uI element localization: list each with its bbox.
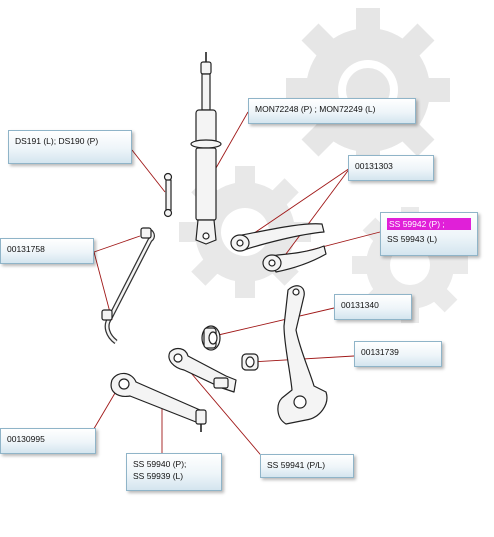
callout-lower-arm: SS 59940 (P); SS 59939 (L): [126, 453, 222, 491]
callout-shock-absorber: MON72248 (P) ; MON72249 (L): [248, 98, 416, 124]
label-bushing-upper: 00131340: [341, 300, 379, 310]
label-stabilizer-bar: 00131758: [7, 244, 45, 254]
callout-bushing-lower: 00131739: [354, 341, 442, 367]
lower-arm-rear: [168, 347, 237, 393]
callout-upper-arm: 00131303: [348, 155, 434, 181]
label-stabilizer-link: DS191 (L); DS190 (P): [15, 136, 99, 146]
callout-stabilizer-link: DS191 (L); DS190 (P): [8, 130, 132, 164]
parts: [101, 52, 328, 432]
gear-watermark-large: [286, 8, 450, 172]
leader-lines: [91, 111, 381, 461]
label-lower-arm-line1: SS 59940 (P);: [133, 459, 187, 469]
label-upper-arm: 00131303: [355, 161, 393, 171]
label-bushing-lower: 00131739: [361, 347, 399, 357]
label-lower-arm-line2: SS 59939 (L): [133, 471, 184, 481]
steering-knuckle: [277, 285, 328, 425]
shock-absorber: [190, 52, 222, 245]
label-shock-absorber: MON72248 (P) ; MON72249 (L): [255, 104, 376, 114]
label-highlight-line1: SS 59942 (P) ;: [387, 218, 471, 230]
upper-arms: [230, 223, 327, 273]
label-rear-arm: SS 59941 (P/L): [267, 460, 326, 470]
callout-rear-arm: SS 59941 (P/L): [260, 454, 354, 478]
callout-bushing-upper: 00131340: [334, 294, 412, 320]
bushing-upper: [201, 325, 221, 351]
label-lower-arm-bushing: 00130995: [7, 434, 45, 444]
lower-arm-front: [110, 372, 207, 432]
callout-upper-arm-highlight: SS 59942 (P) ; SS 59943 (L): [380, 212, 478, 256]
callout-lower-arm-bushing: 00130995: [0, 428, 96, 454]
bushing-lower: [241, 353, 259, 371]
stabilizer-bar: [101, 227, 155, 344]
label-highlight-line2: SS 59943 (L): [387, 234, 438, 244]
highlighted-part-number: SS 59942 (P) ;: [387, 218, 471, 230]
stabilizer-link: [163, 172, 173, 218]
callout-stabilizer-bar: 00131758: [0, 238, 94, 264]
